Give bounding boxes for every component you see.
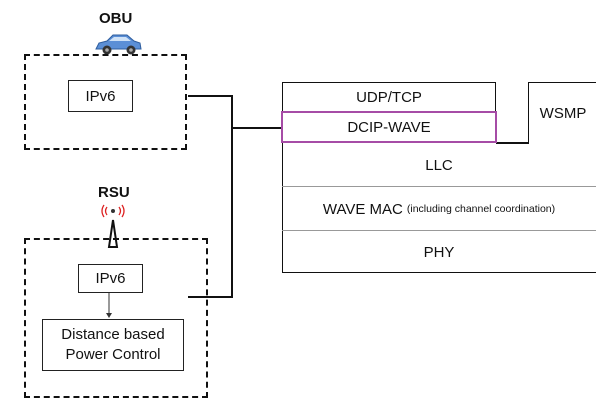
obu-label: OBU <box>99 10 133 27</box>
rsu-ipv6-box: IPv6 <box>78 264 143 293</box>
layer-dcip-wave: DCIP-WAVE <box>281 111 497 143</box>
rsu-container <box>24 238 208 398</box>
obu-ipv6-box: IPv6 <box>68 80 133 112</box>
car-icon <box>95 34 142 55</box>
wave-mac-label: WAVE MAC <box>322 200 403 218</box>
stack-lower-frame <box>282 143 596 273</box>
layer-wave-mac: WAVE MAC (including channel coordination… <box>282 188 596 231</box>
diagram-canvas: OBU IPv6 RSU IPv6 Distance based Power C… <box>24 10 596 398</box>
layer-udp-tcp: UDP/TCP <box>356 88 422 106</box>
antenna-icon <box>101 204 125 248</box>
connector-lines <box>106 95 528 318</box>
obu-container <box>24 54 187 150</box>
wave-mac-note: (including channel coordination) <box>406 203 556 215</box>
arrow-head-down <box>106 313 112 318</box>
power-control-box: Distance based Power Control <box>42 319 184 371</box>
rsu-connector <box>188 128 233 298</box>
wsmp-frame <box>528 82 596 144</box>
rsu-label: RSU <box>98 184 130 201</box>
layer-llc: LLC <box>282 144 596 187</box>
layer-wsmp: WSMP <box>539 104 587 122</box>
obu-connector <box>188 95 282 129</box>
layer-phy: PHY <box>423 244 455 261</box>
